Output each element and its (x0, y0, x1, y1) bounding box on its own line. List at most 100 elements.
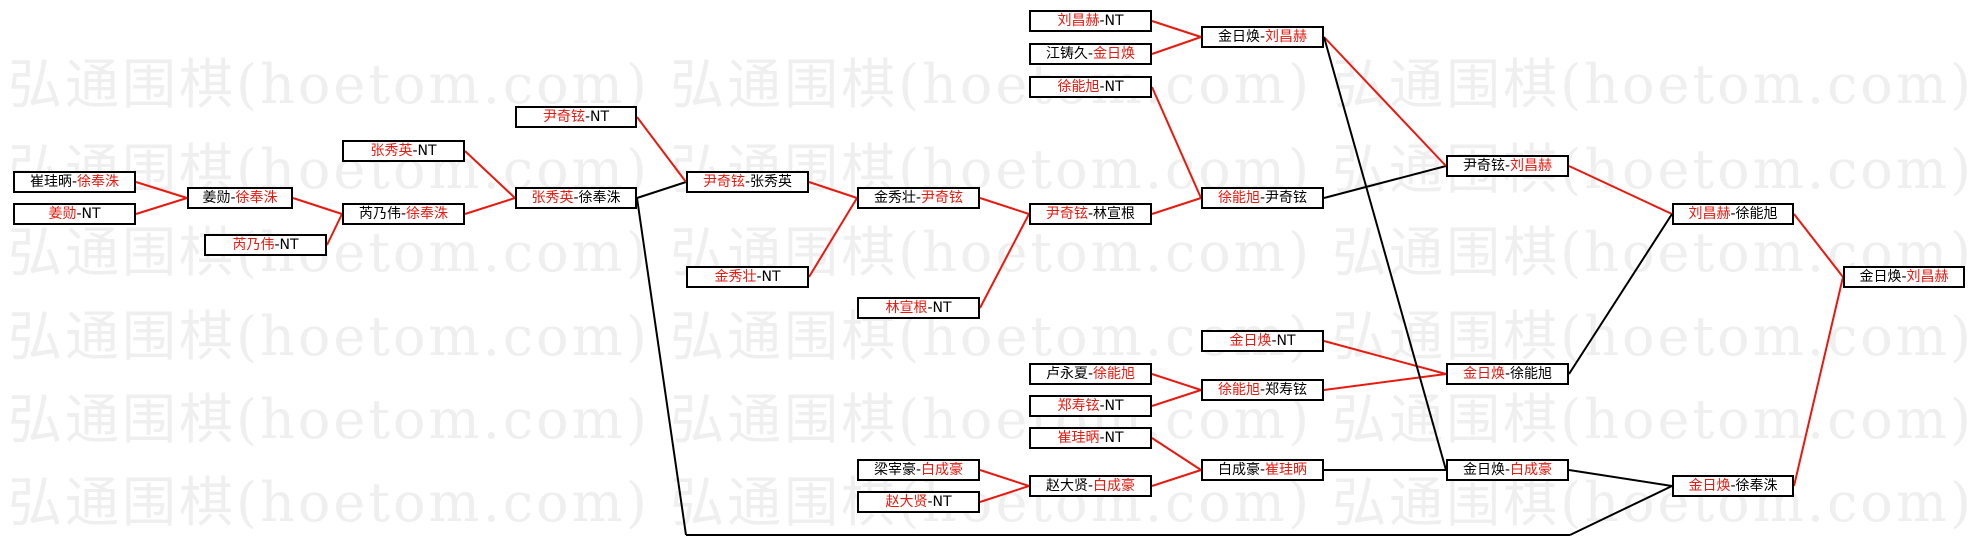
match-node: 金日焕-刘昌赫 (1843, 266, 1965, 288)
player-name: 江铸久 (1045, 46, 1088, 62)
connector-line (979, 469, 1030, 487)
connector-line (979, 197, 1030, 215)
match-node: 芮乃伟-徐奉洙 (342, 203, 465, 225)
player-name: 刘昌赫 (1057, 13, 1100, 29)
match-node: 卢永夏-徐能旭 (1029, 363, 1152, 385)
separator: - (927, 300, 933, 316)
separator: - (1259, 462, 1266, 478)
player-name: 林宣根 (1093, 206, 1136, 222)
separator: - (744, 174, 751, 190)
player-name: 姜勋 (202, 190, 231, 206)
player-name: 崔珪昞 (1265, 462, 1308, 478)
match-node: 姜勋-徐奉洙 (187, 187, 293, 209)
player-name: 白成豪 (1510, 462, 1553, 478)
connector-line (1793, 213, 1844, 278)
connector-line (636, 116, 687, 183)
separator: - (927, 494, 933, 510)
separator: - (1099, 430, 1105, 446)
player-name: 芮乃伟 (358, 206, 401, 222)
player-name: 徐能旭 (1093, 366, 1136, 382)
player-name: 徐能旭 (1217, 190, 1260, 206)
player-name: 张秀英 (750, 174, 793, 190)
player-name: 金日焕 (1229, 333, 1272, 349)
player-name: 白成豪 (1217, 462, 1260, 478)
connector-line (808, 197, 858, 278)
player-name: 刘昌赫 (1688, 206, 1731, 222)
connector-line (1323, 36, 1447, 167)
bye-label: NT (932, 494, 952, 510)
separator: - (1099, 79, 1105, 95)
match-node: 徐能旭-NT (1029, 76, 1152, 98)
match-node: 金日焕-徐能旭 (1446, 363, 1569, 385)
connector-line (1151, 373, 1202, 391)
match-node: 梁宰豪-白成豪 (857, 459, 980, 481)
connector-line (135, 181, 188, 199)
player-name: 尹奇铉 (1045, 206, 1088, 222)
player-name: 尹奇铉 (921, 190, 964, 206)
player-name: 崔珪昞 (1057, 430, 1100, 446)
connector-line (636, 181, 687, 199)
player-name: 刘昌赫 (1265, 29, 1308, 45)
separator: - (1087, 46, 1094, 62)
player-name: 徐奉洙 (406, 206, 449, 222)
separator: - (230, 190, 236, 206)
separator: - (584, 109, 591, 125)
connector-line (135, 197, 188, 215)
match-node: 尹奇铉-张秀英 (686, 171, 809, 193)
player-name: 赵大贤 (885, 494, 928, 510)
player-name: 徐奉洙 (235, 190, 278, 206)
player-name: 金日焕 (1217, 29, 1260, 45)
separator: - (1087, 206, 1094, 222)
player-name: 尹奇铉 (1265, 190, 1308, 206)
connector-line (1151, 197, 1202, 215)
bye-label: NT (1104, 398, 1124, 414)
bye-label: NT (1104, 430, 1124, 446)
separator: - (756, 269, 762, 285)
player-name: 金日焕 (1462, 366, 1505, 382)
separator: - (71, 174, 78, 190)
connector-line (292, 197, 343, 215)
player-name: 白成豪 (921, 462, 964, 478)
separator: - (1087, 366, 1094, 382)
bye-label: NT (1104, 79, 1124, 95)
separator: - (76, 206, 82, 222)
bye-label: NT (932, 300, 952, 316)
connector-line (1568, 213, 1673, 375)
separator: - (915, 462, 922, 478)
match-node: 赵大贤-NT (857, 491, 980, 513)
connector-line (1793, 276, 1844, 487)
match-node: 金日焕-NT (1201, 330, 1324, 352)
match-node: 江铸久-金日焕 (1029, 43, 1152, 65)
player-name: 徐奉洙 (77, 174, 120, 190)
separator: - (1504, 158, 1511, 174)
separator: - (1259, 190, 1266, 206)
player-name: 崔珪昞 (29, 174, 72, 190)
connector-line (1568, 165, 1673, 215)
player-name: 张秀英 (370, 143, 413, 159)
separator: - (1504, 462, 1511, 478)
bye-label: NT (1104, 13, 1124, 29)
player-name: 卢永夏 (1045, 366, 1088, 382)
connector-line (1151, 389, 1202, 407)
connector-line (1323, 36, 1447, 471)
player-name: 郑寿铉 (1265, 382, 1308, 398)
player-name: 尹奇铉 (542, 109, 585, 125)
player-name: 徐奉洙 (578, 190, 621, 206)
player-name: 徐能旭 (1735, 206, 1778, 222)
separator: - (412, 143, 418, 159)
match-node: 金秀壮-NT (686, 266, 809, 288)
separator: - (400, 206, 407, 222)
player-name: 芮乃伟 (232, 237, 275, 253)
match-node: 赵大贤-白成豪 (1029, 475, 1152, 497)
connector-line (1569, 485, 1673, 536)
match-node: 金秀壮-尹奇铉 (857, 187, 980, 209)
player-name: 金秀壮 (714, 269, 757, 285)
connector-line (1151, 469, 1202, 487)
match-node: 尹奇铉-林宣根 (1029, 203, 1152, 225)
connector-line (1323, 340, 1447, 375)
match-node: 刘昌赫-徐能旭 (1672, 203, 1794, 225)
player-name: 金日焕 (1688, 478, 1731, 494)
separator: - (1271, 333, 1277, 349)
separator: - (1259, 382, 1266, 398)
